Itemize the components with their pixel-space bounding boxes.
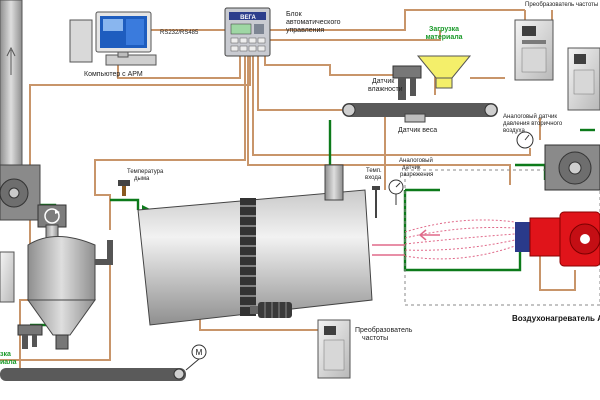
control-unit-label-2: автоматического (286, 19, 341, 26)
computer-icon (69, 11, 157, 66)
belt-conveyor (342, 103, 498, 123)
humidity-sensor-label-2: влажности (368, 86, 403, 93)
humidity-sensor-label-1: Датчик (372, 78, 395, 85)
loading-hopper (416, 55, 472, 89)
humidity-sensor-icon (17, 324, 43, 349)
temperature-probe-icon (372, 186, 380, 218)
control-unit-brand: ВЕГА (240, 15, 256, 21)
inlet-temp-label-2: входа (365, 175, 382, 181)
bottom-left-label-1: зка (0, 351, 11, 358)
secondary-air-label-3: воздуха (503, 128, 525, 134)
vacuum-sensor-label-3: разрежения (400, 172, 433, 178)
material-loading-label-1: Загрузка (429, 26, 459, 33)
control-unit-label-1: Блок (286, 11, 303, 18)
secondary-air-label-2: давления вторичного (503, 121, 563, 127)
pressure-gauge-icon (516, 131, 534, 149)
inlet-temp-label-1: Темп. (366, 168, 382, 174)
frequency-converter-bottom-label-1: Преобразователь (355, 326, 413, 334)
bottom-left-label-2: иала (0, 359, 17, 366)
control-unit-icon (224, 7, 271, 57)
air-heater-outline (404, 169, 600, 306)
temperature-probe-icon (118, 180, 130, 196)
drum-dryer (137, 164, 405, 326)
duct-elbow (37, 204, 67, 228)
computer-label: Компьютер с АРМ (84, 71, 143, 78)
secondary-air-label-1: Аналоговый датчик (503, 113, 557, 120)
frequency-converter-icon (514, 19, 554, 81)
frequency-converter-icon (317, 319, 351, 379)
vacuum-sensor-label-1: Аналоговый (399, 157, 433, 164)
fan-icon (544, 144, 600, 191)
material-loading-label-2: материала (425, 34, 462, 41)
exhaust-stack (0, 0, 41, 221)
weight-sensor-label: Датчик веса (398, 127, 437, 134)
signal-wiring (0, 9, 576, 370)
frequency-converter-bottom-label-2: частоты (362, 335, 388, 342)
smoke-temp-label-1: Температура (127, 169, 164, 175)
burner-icon (515, 211, 600, 267)
flame-zone (404, 219, 516, 260)
control-unit-label-3: управления (286, 27, 324, 34)
air-heater-label: Воздухонагреватель А (512, 314, 600, 323)
motor-symbol: M (196, 348, 203, 357)
frequency-converter-icon (0, 251, 15, 303)
interface-label: RS232/RS485 (160, 30, 199, 36)
bottom-conveyor (0, 368, 186, 381)
drive-motor (250, 302, 292, 318)
frequency-converter-top-label: Преобразователь частоты (525, 2, 598, 8)
smoke-temp-label-2: дыма (134, 176, 150, 182)
humidity-sensor-icon (392, 65, 422, 100)
pressure-gauge-icon (388, 179, 404, 205)
frequency-converter-icon (567, 47, 600, 111)
cyclone-separator (27, 224, 113, 350)
motor-icon (185, 344, 207, 371)
vacuum-sensor-label-2: датчик (402, 165, 421, 171)
